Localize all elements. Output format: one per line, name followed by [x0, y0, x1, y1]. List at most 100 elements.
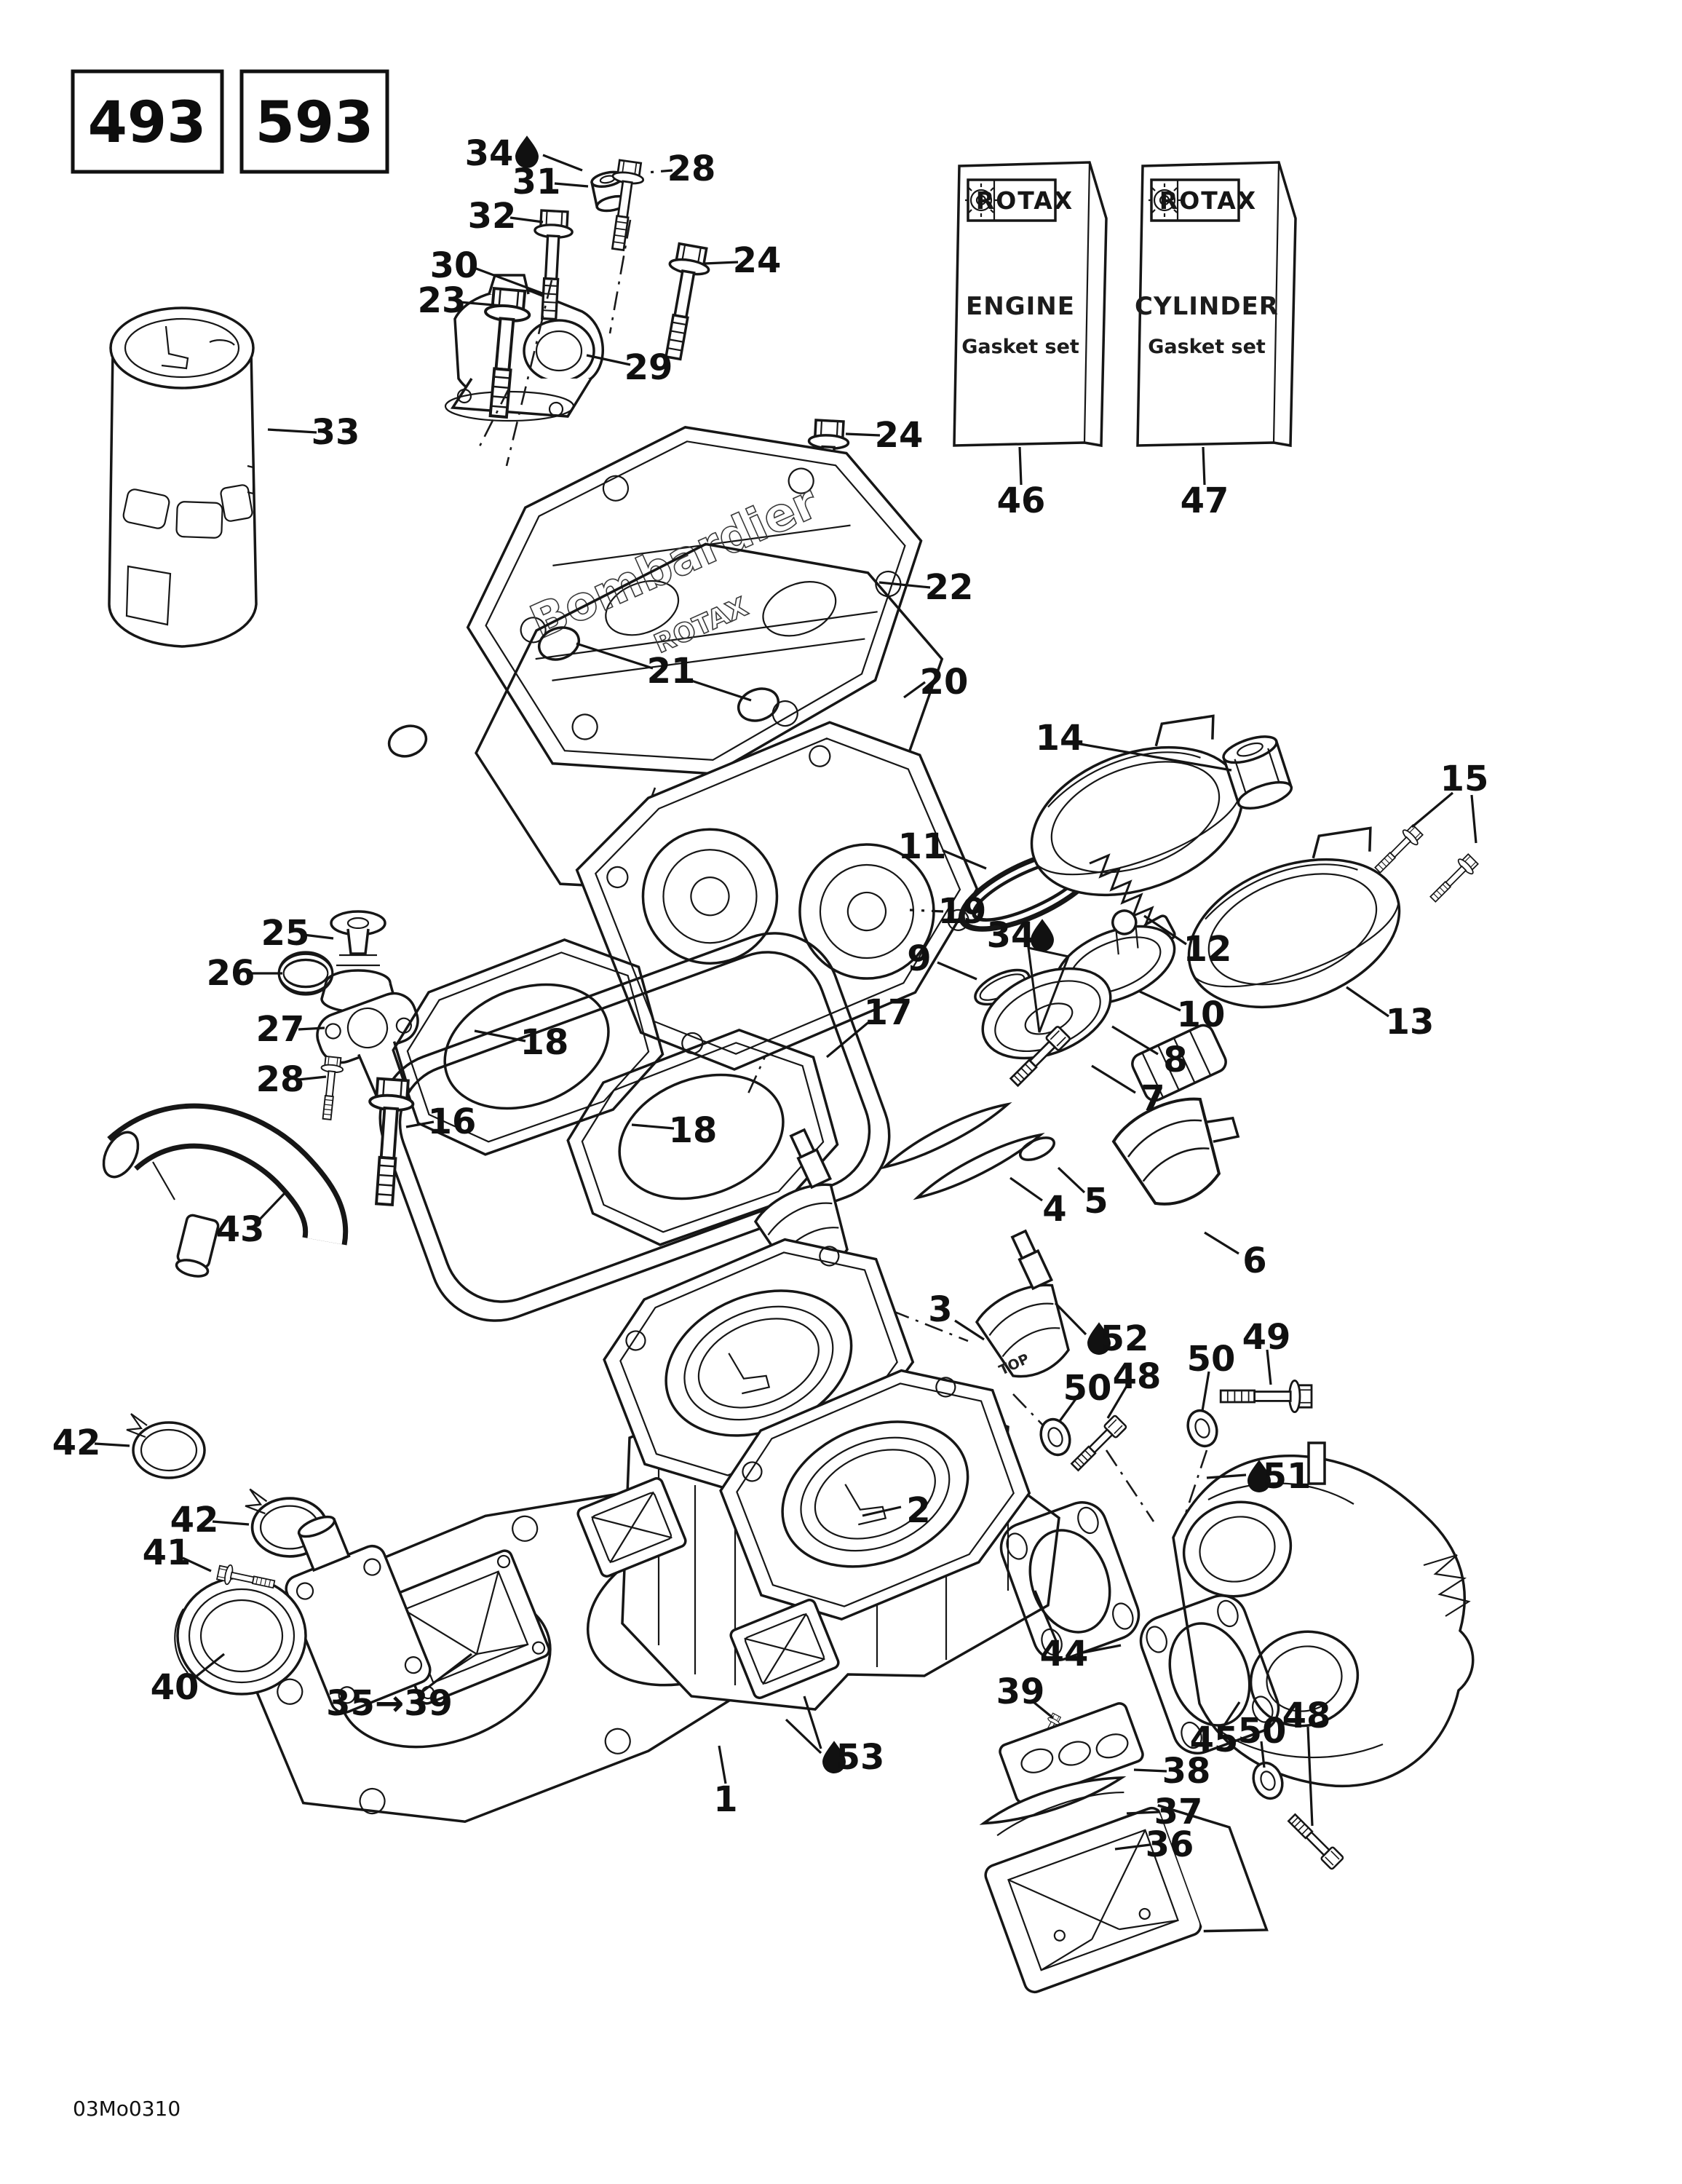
part-valve-blade [880, 1101, 1012, 1170]
callout-52: 52 [1054, 1302, 1149, 1359]
callout-4: 4 [1009, 1176, 1067, 1230]
callout-13: 13 [1346, 986, 1434, 1042]
callout-18: 18 [631, 1110, 717, 1151]
callout-25: 25 [261, 913, 334, 954]
callout-label: 12 [1183, 929, 1232, 970]
part-plug-14 [1222, 735, 1293, 810]
callout-3: 3 [928, 1289, 985, 1341]
callout-label: 33 [312, 412, 360, 453]
callout-label: 35→39 [326, 1683, 453, 1724]
callout-38: 38 [1133, 1751, 1210, 1792]
callout-23: 23 [418, 280, 503, 321]
package-title: CYLINDER [1135, 292, 1279, 321]
callout-label: 25 [261, 913, 310, 954]
washer-50a [1181, 1405, 1223, 1452]
package-brand: ROTAX [976, 186, 1074, 215]
callout-24: 24 [704, 240, 782, 281]
axis-line [789, 1269, 969, 1342]
callout-label: 47 [1181, 480, 1229, 521]
callout-label: 31 [512, 162, 561, 202]
callout-label: 15 [1440, 759, 1489, 799]
callout-42: 42 [170, 1500, 250, 1540]
callout-5: 5 [1057, 1166, 1108, 1222]
callout-2: 2 [862, 1490, 931, 1531]
part-o-ring-21b [737, 687, 780, 722]
axis-line [1183, 1449, 1208, 1516]
part-o-ring-26 [279, 953, 333, 994]
part-reed-petals-37 [979, 1776, 1127, 1837]
callout-label: 32 [468, 196, 517, 237]
callout-49: 49 [1242, 1317, 1290, 1385]
callout-24: 24 [845, 415, 923, 456]
part-o-ring-21a [537, 626, 581, 661]
callout-33: 33 [267, 412, 360, 453]
callout-label: 50 [1238, 1711, 1287, 1752]
callout-label: 22 [925, 567, 974, 608]
callout-34: 34 [987, 915, 1054, 956]
callout-label: 11 [898, 826, 947, 867]
callout-label: 18 [520, 1022, 569, 1063]
callout-28: 28 [646, 149, 715, 189]
callout-31: 31 [512, 162, 589, 202]
callout-label: 50 [1063, 1368, 1112, 1409]
callout-50: 50 [1058, 1368, 1112, 1422]
bolt-28b [315, 1055, 345, 1121]
bolt-16 [361, 1077, 416, 1208]
callout-label: 28 [667, 149, 716, 189]
package-brand: ROTAX [1159, 186, 1257, 215]
callout-18: 18 [474, 1022, 569, 1063]
callout-35→39: 35→39 [326, 1653, 472, 1724]
callout-label: 37 [1154, 1792, 1203, 1832]
callout-label: 43 [216, 1209, 265, 1250]
callout-label: 19 [938, 891, 987, 932]
callout-label: 16 [428, 1101, 477, 1142]
callout-12: 12 [1143, 914, 1232, 970]
callout-41: 41 [143, 1532, 212, 1573]
callout-19: 19 [909, 891, 987, 932]
package-subtitle: Gasket set [1148, 336, 1266, 358]
callout-label: 14 [1036, 718, 1084, 759]
bolt-24 [652, 241, 714, 363]
callout-label: 10 [1177, 994, 1226, 1035]
callout-label: 4 [1042, 1189, 1066, 1230]
callout-label: 3 [928, 1289, 952, 1330]
callout-label: 34 [465, 133, 514, 174]
callout-label: 26 [207, 953, 255, 994]
callout-40: 40 [151, 1653, 225, 1708]
callout-label: 42 [170, 1500, 219, 1540]
part-head-gasket-18b [566, 1028, 839, 1246]
callout-label: 50 [1187, 1339, 1236, 1380]
callout-9: 9 [907, 938, 977, 981]
package-subtitle: Gasket set [961, 336, 1079, 358]
rotax-gear-icon [1149, 183, 1181, 217]
cylinder-gasket-set-package: ROTAX CYLINDER Gasket set [1135, 161, 1297, 448]
part-head-cover [466, 426, 923, 775]
axis-line [1012, 1393, 1065, 1448]
oil-drop-icon [515, 135, 539, 168]
part-head-gasket-18a [392, 938, 665, 1156]
callout-label: 51 [1263, 1456, 1312, 1497]
callout-label: 36 [1146, 1824, 1194, 1865]
axis-line [1105, 1449, 1155, 1522]
callout-48: 48 [1106, 1356, 1161, 1419]
callout-27: 27 [256, 1009, 325, 1050]
callout-label: 17 [864, 992, 913, 1033]
callout-label: 1 [713, 1779, 737, 1820]
callout-21: 21 [576, 642, 752, 702]
package-title: ENGINE [966, 292, 1075, 321]
axis-line [477, 387, 511, 448]
callout-43: 43 [216, 1191, 287, 1250]
callout-label: 20 [920, 662, 969, 703]
callout-label: 9 [907, 938, 931, 979]
callout-44: 44 [1034, 1590, 1122, 1674]
callout-50: 50 [1238, 1711, 1287, 1768]
part-coolant-hose [102, 1103, 349, 1278]
callout-label: 24 [733, 240, 782, 281]
callout-8: 8 [1111, 1025, 1188, 1080]
callout-label: 8 [1163, 1040, 1187, 1080]
part-valve-stem-1 [789, 1128, 833, 1190]
callout-39: 39 [996, 1671, 1055, 1720]
callout-30: 30 [430, 245, 545, 296]
